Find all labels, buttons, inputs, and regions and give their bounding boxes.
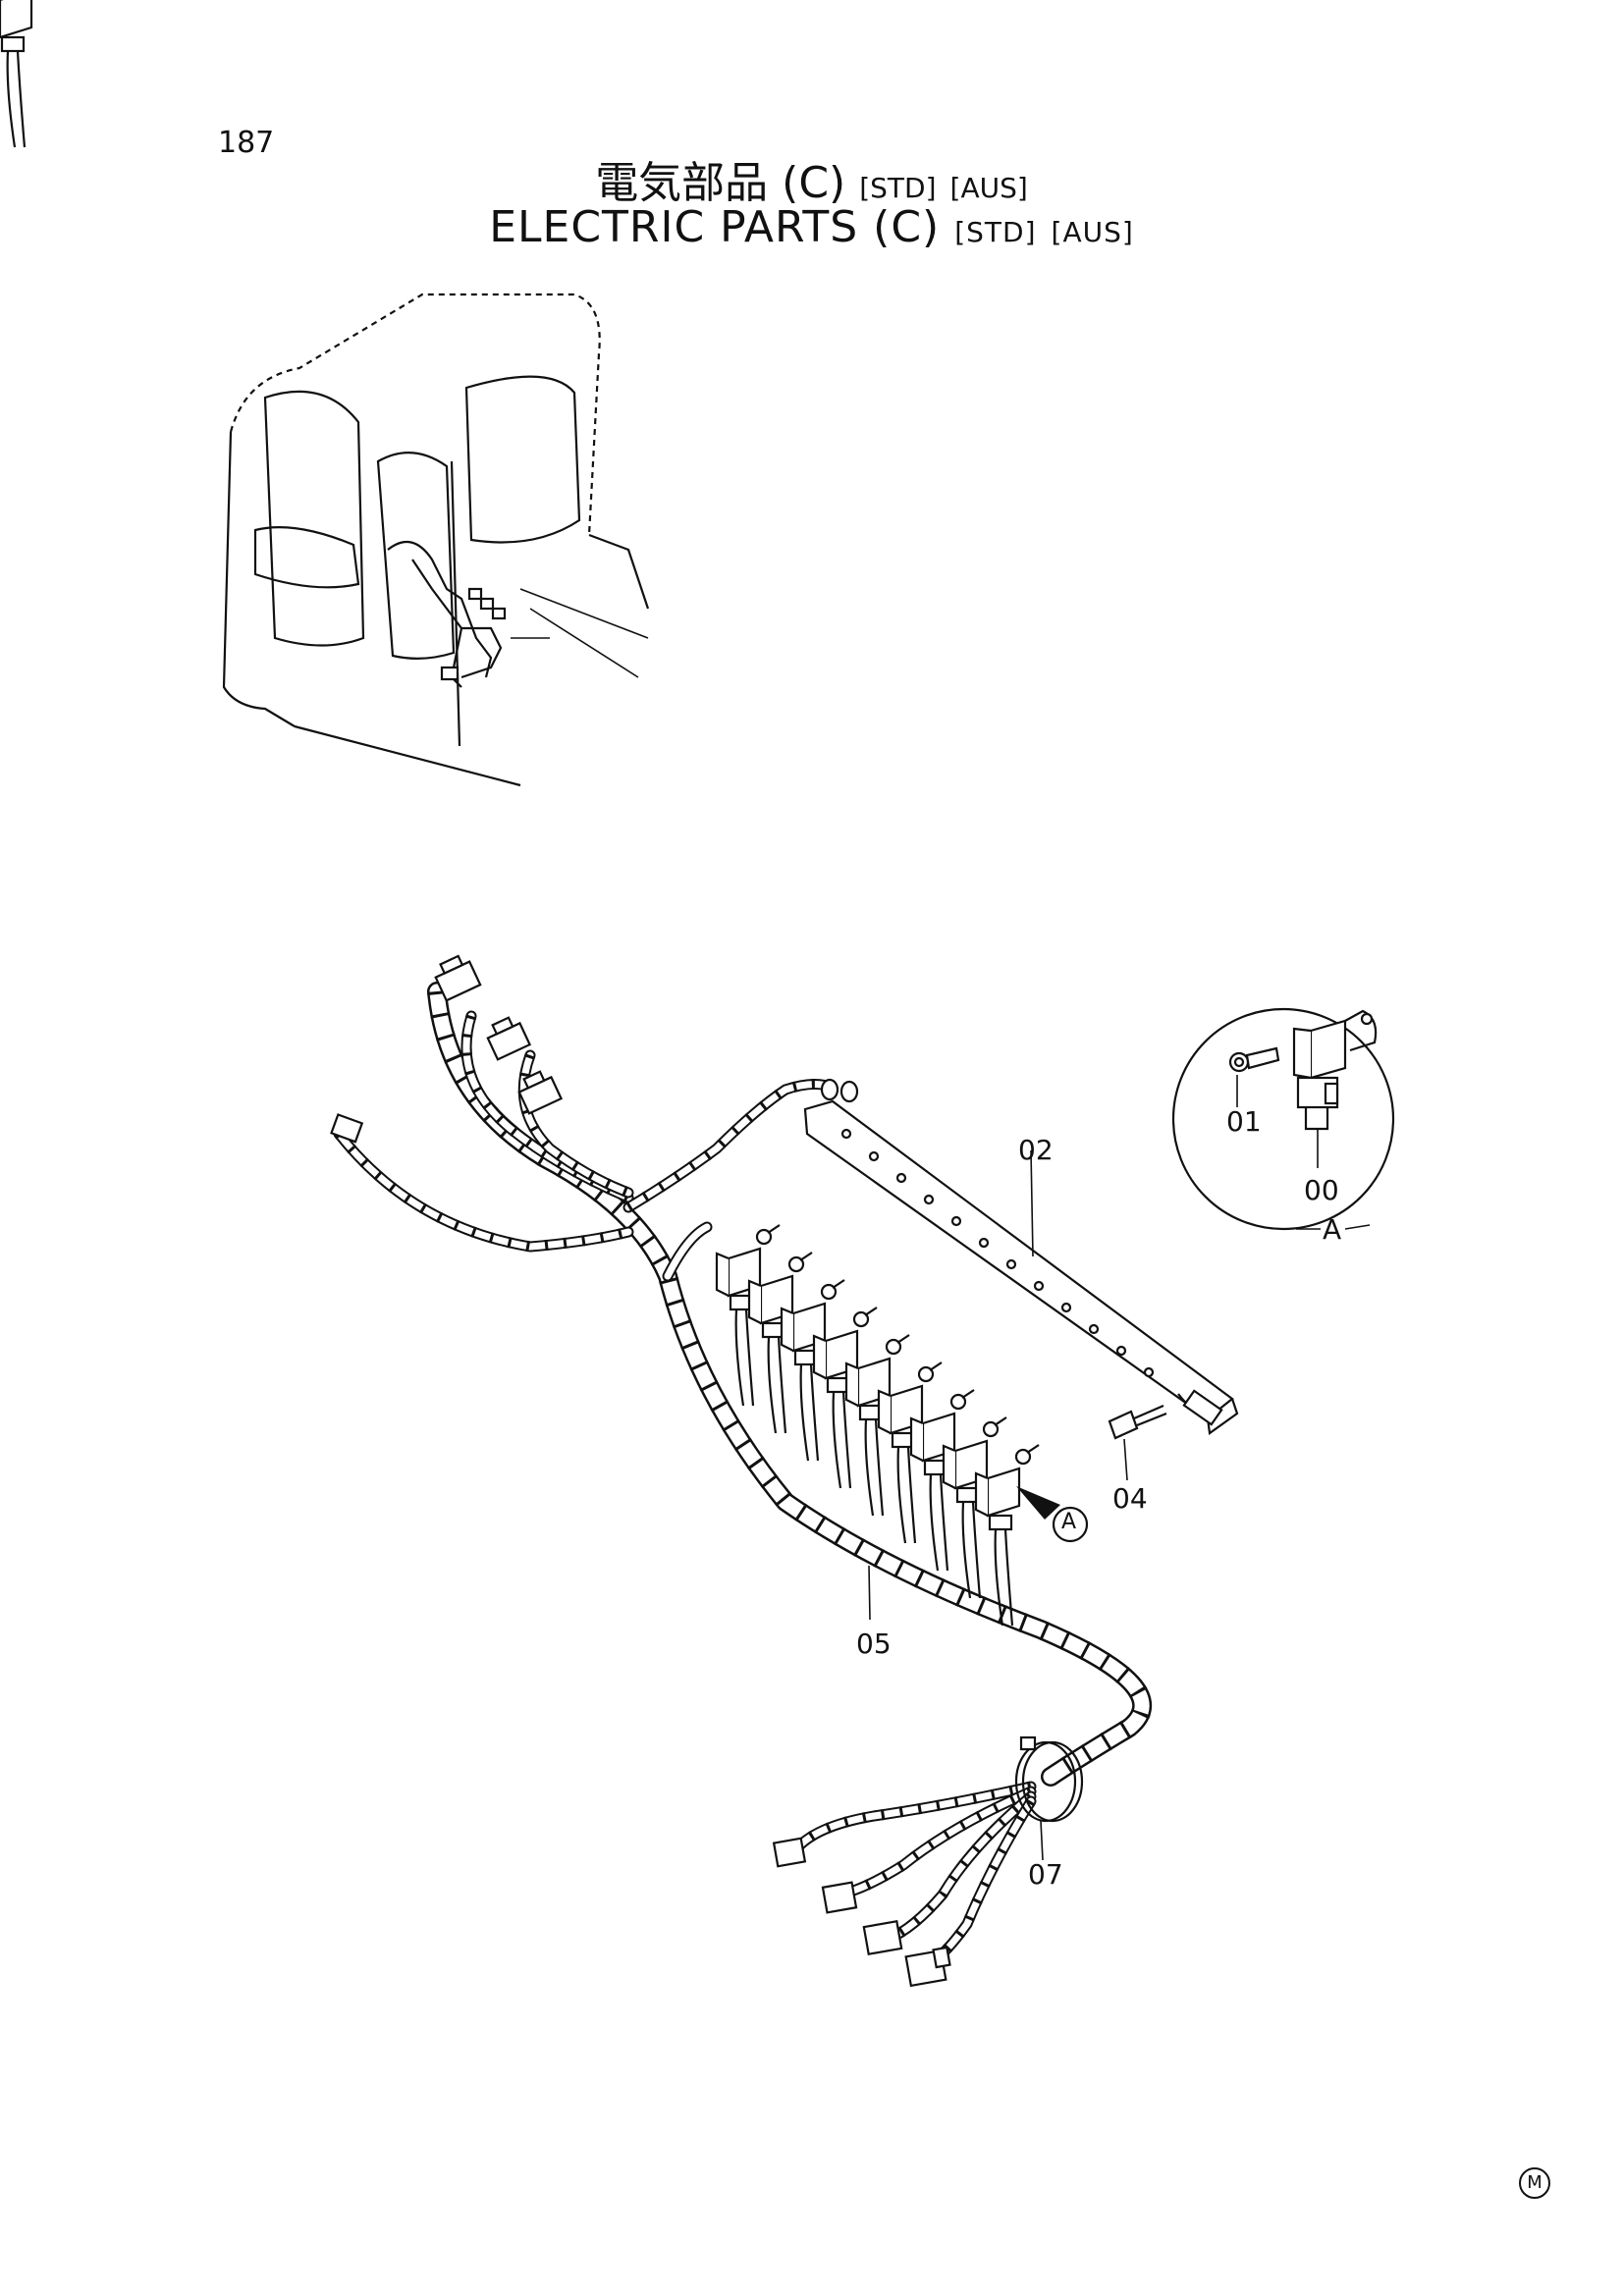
label-part-07: 07 — [1028, 1858, 1063, 1891]
title-english: ELECTRIC PARTS (C) [STD] [AUS] — [0, 202, 1623, 252]
leader-05 — [868, 1565, 871, 1621]
bracket-holes — [840, 1128, 1155, 1378]
title-jp-text: 電気部品 (C) — [595, 158, 846, 208]
title-en-text: ELECTRIC PARTS (C) — [489, 202, 941, 252]
wire-harness-05 — [330, 954, 1153, 1988]
label-part-05: 05 — [856, 1628, 892, 1660]
label-part-01: 01 — [1226, 1105, 1262, 1138]
bracket-02 — [803, 1099, 1239, 1435]
detail-a-callout — [1016, 1486, 1089, 1543]
tag-aus-en: [AUS] — [1051, 216, 1134, 248]
label-detail-a: A — [1323, 1213, 1342, 1246]
tag-std-en: [STD] — [954, 216, 1037, 248]
tag-std: [STD] — [859, 172, 937, 204]
label-detail-callout-a: A — [1061, 1510, 1077, 1534]
clamp-07 — [1014, 1735, 1084, 1861]
label-part-04: 04 — [1112, 1482, 1148, 1515]
title-japanese: 電気部品 (C) [STD] [AUS] — [0, 147, 1623, 210]
label-part-02: 02 — [1018, 1134, 1054, 1166]
tag-aus: [AUS] — [949, 172, 1028, 204]
detail-a-circle — [1171, 1007, 1395, 1231]
label-part-00: 00 — [1304, 1174, 1339, 1206]
corner-mark-m: M — [1519, 2167, 1550, 2199]
cab-overview-illustration — [222, 293, 650, 787]
page-number: 187 — [218, 126, 275, 160]
relay-group — [0, 0, 1041, 1628]
screw-04 — [1108, 1404, 1167, 1481]
